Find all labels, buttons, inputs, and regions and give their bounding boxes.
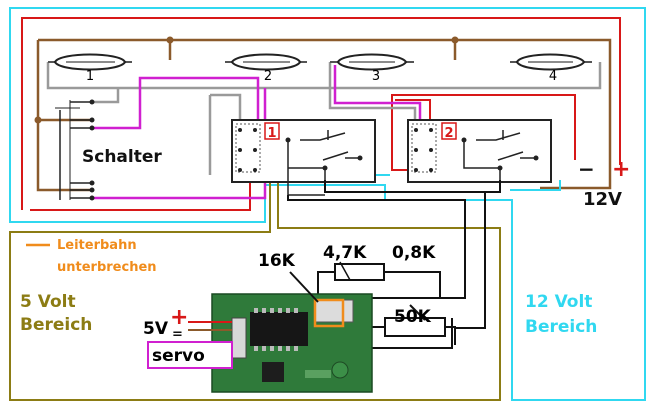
switch-schalter	[55, 99, 95, 201]
pot-50k-label: 50K	[394, 307, 432, 327]
zone-5v-line1: 5 Volt	[20, 292, 76, 312]
resistor-16k-label: 16K	[258, 251, 296, 271]
reed-switch-3	[330, 53, 414, 71]
zone-5v-line2: Bereich	[20, 315, 92, 335]
olive-5v-boundary	[9, 179, 501, 401]
orange-trace-cut-marker	[313, 298, 345, 328]
black-wire-a	[287, 195, 466, 299]
legend-text-line2: unterbrechen	[57, 260, 157, 275]
servo-box	[147, 341, 233, 369]
node	[34, 116, 42, 124]
resistor-network	[317, 261, 456, 349]
brown-bus-top	[38, 38, 612, 190]
node	[166, 36, 174, 44]
relay-1	[231, 119, 376, 196]
magenta-wire-1	[92, 76, 260, 140]
supply-12v-plus: +	[612, 157, 630, 182]
resistor-47k-label: 4,7K	[323, 243, 367, 263]
wire-16k-to-board	[289, 271, 319, 303]
relay-2	[407, 119, 552, 183]
reed-label-3: 3	[372, 69, 380, 84]
resistor-08k-label: 0,8K	[392, 243, 436, 263]
red-supply-wire	[391, 94, 576, 171]
reed-label-1: 1	[86, 69, 94, 84]
servo-tester-board	[211, 293, 373, 393]
supply-12v-label: 12V	[583, 189, 622, 210]
relay-1-label: 1	[267, 126, 276, 141]
supply-12v-minus: −	[578, 157, 595, 181]
servo-label: servo	[152, 346, 205, 366]
legend-text-line1: Leiterbahn	[57, 238, 137, 253]
gray-reed-wire	[46, 62, 602, 90]
node	[451, 36, 459, 44]
gray-switch-wire	[92, 88, 120, 104]
supply-5v-label: 5V	[143, 319, 169, 339]
reed-switch-4	[510, 53, 592, 71]
switch-label: Schalter	[82, 147, 162, 167]
red-loop-wire	[21, 17, 621, 210]
reed-switch-1	[48, 53, 132, 71]
supply-5v-plus: +	[170, 305, 188, 330]
black-wire-c	[485, 180, 501, 193]
supply-5v-minus: =	[172, 327, 183, 342]
red-relay1-wire	[30, 170, 251, 211]
reed-switch-2	[225, 53, 307, 71]
relay-2-label: 2	[444, 126, 453, 141]
zone-12v-line1: 12 Volt	[525, 292, 592, 312]
zone-12v-line2: Bereich	[525, 317, 597, 337]
reed-label-4: 4	[549, 69, 557, 84]
reed-label-2: 2	[264, 69, 272, 84]
